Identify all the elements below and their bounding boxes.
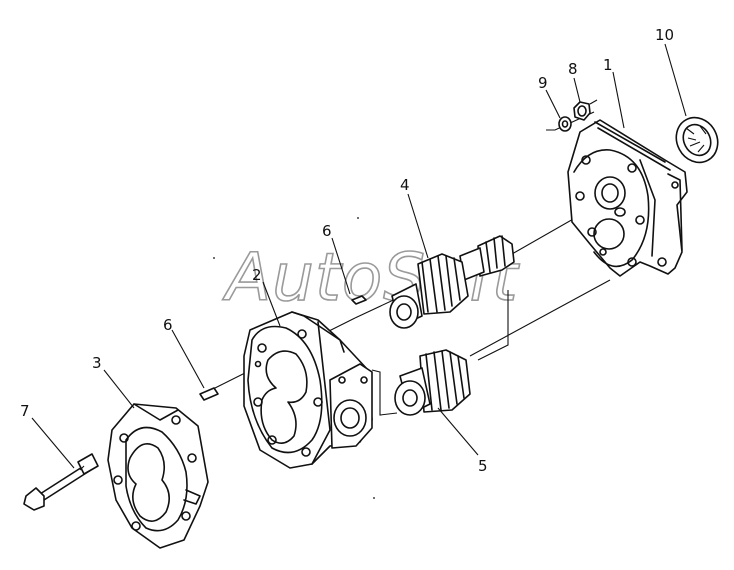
leader-lines xyxy=(31,43,687,469)
callout-2: 2 xyxy=(252,266,262,284)
callout-1: 1 xyxy=(603,56,613,74)
rear-cover-part-1 xyxy=(567,119,688,277)
dowel-pin-part-6-upper xyxy=(351,295,367,305)
callout-7: 7 xyxy=(20,402,30,420)
callout-5: 5 xyxy=(478,457,488,475)
driven-gear-part-5 xyxy=(394,349,479,456)
nut-part-8 xyxy=(573,101,591,121)
callout-6-lower: 6 xyxy=(163,316,173,334)
dowel-pin-part-6-lower xyxy=(199,387,219,401)
washer-part-9 xyxy=(558,116,572,132)
callout-3: 3 xyxy=(92,354,102,372)
drive-gear-part-4 xyxy=(389,235,515,329)
front-cover-part-3 xyxy=(107,403,209,549)
callout-10: 10 xyxy=(655,26,674,44)
callout-6-upper: 6 xyxy=(322,222,332,240)
callout-4: 4 xyxy=(400,176,410,194)
print-specks xyxy=(213,217,375,499)
callout-labels: 1 2 3 4 5 6 6 7 8 9 10 xyxy=(20,26,674,475)
callout-8: 8 xyxy=(568,60,578,78)
oil-seal-part-10 xyxy=(675,116,719,164)
bolt-part-7 xyxy=(23,453,99,511)
gear-case-part-2 xyxy=(243,311,373,469)
callout-9: 9 xyxy=(538,74,548,92)
